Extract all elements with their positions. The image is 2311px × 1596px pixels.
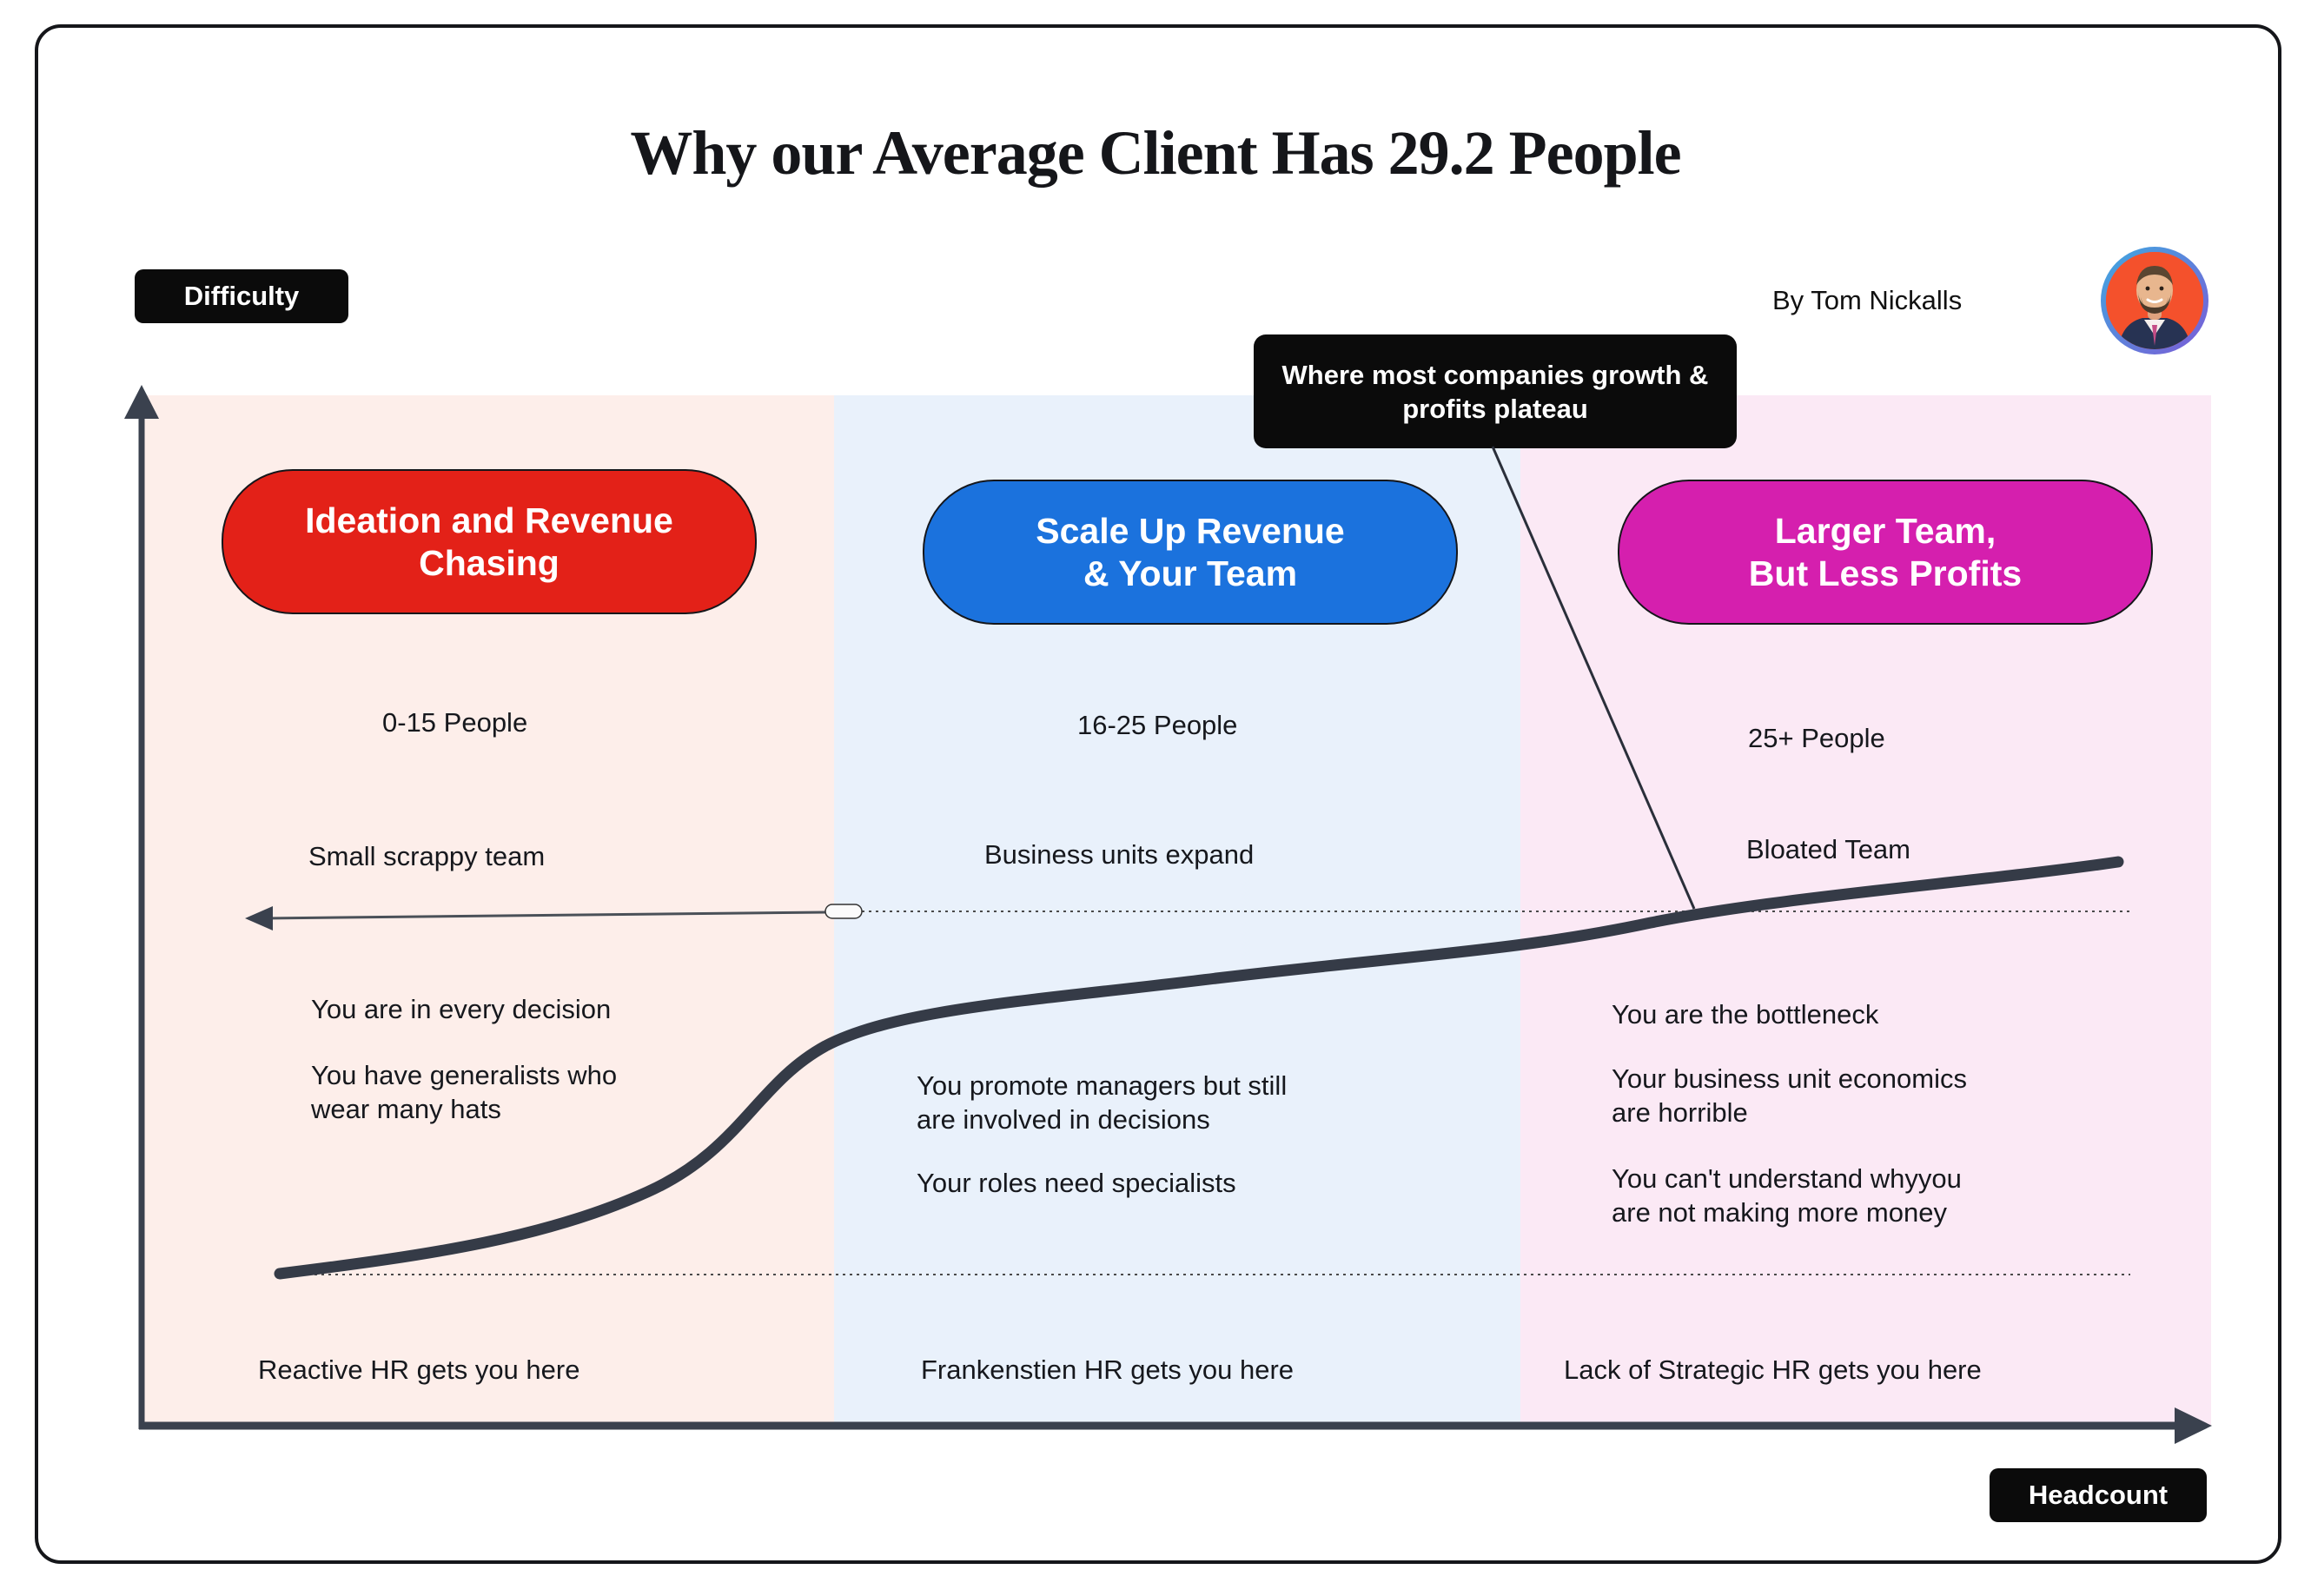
stage-pill-larger-team: Larger Team, But Less Profits <box>1618 480 2153 625</box>
stage1-bullet-2: You have generalists who wear many hats <box>311 1060 618 1124</box>
stage2-bullet-1: You promote managers but still are invol… <box>917 1070 1288 1135</box>
left-arrowhead <box>245 906 273 930</box>
callout-pointer-line <box>1491 446 1696 910</box>
stage3-bullet-3: You can't understand whyyou are not maki… <box>1612 1163 1962 1228</box>
growth-curve <box>274 856 2124 1280</box>
stage2-footer: Frankenstien HR gets you here <box>921 1354 1295 1385</box>
avatar <box>2101 247 2208 354</box>
avatar-face-illustration <box>2106 252 2203 349</box>
stage-pill-scale-up: Scale Up Revenue & Your Team <box>923 480 1458 625</box>
x-axis-label-chip: Headcount <box>1990 1468 2207 1522</box>
reference-line-bracket <box>824 904 863 919</box>
stage2-people-range: 16-25 People <box>1077 710 1238 740</box>
plateau-callout: Where most companies growth & profits pl… <box>1254 334 1737 448</box>
stage3-footer: Lack of Strategic HR gets you here <box>1564 1354 1982 1385</box>
stage1-footer: Reactive HR gets you here <box>258 1354 580 1385</box>
author-byline: By Tom Nickalls <box>1772 285 1963 315</box>
stage-pill-ideation: Ideation and Revenue Chasing <box>222 469 757 614</box>
stage3-people-range: 25+ People <box>1748 723 1885 753</box>
stage2-bullet-2: Your roles need specialists <box>917 1168 1236 1198</box>
avatar-photo <box>2106 252 2203 349</box>
stage1-summary: Small scrappy team <box>308 841 546 871</box>
stage3-bullet-2: Your business unit economics are horribl… <box>1612 1063 1967 1128</box>
x-axis-arrowhead <box>2175 1407 2212 1444</box>
stage1-people-range: 0-15 People <box>382 707 528 738</box>
stage2-summary: Business units expand <box>984 839 1255 870</box>
page-title: Why our Average Client Has 29.2 People <box>630 118 1681 188</box>
difficulty-reference-line <box>264 911 828 920</box>
y-axis-arrowhead <box>124 385 159 419</box>
stage3-bullet-1: You are the bottleneck <box>1612 999 1879 1030</box>
stage1-bullet-1: You are in every decision <box>311 994 612 1024</box>
y-axis-label-chip: Difficulty <box>135 269 348 323</box>
stage3-summary: Bloated Team <box>1746 834 1910 864</box>
